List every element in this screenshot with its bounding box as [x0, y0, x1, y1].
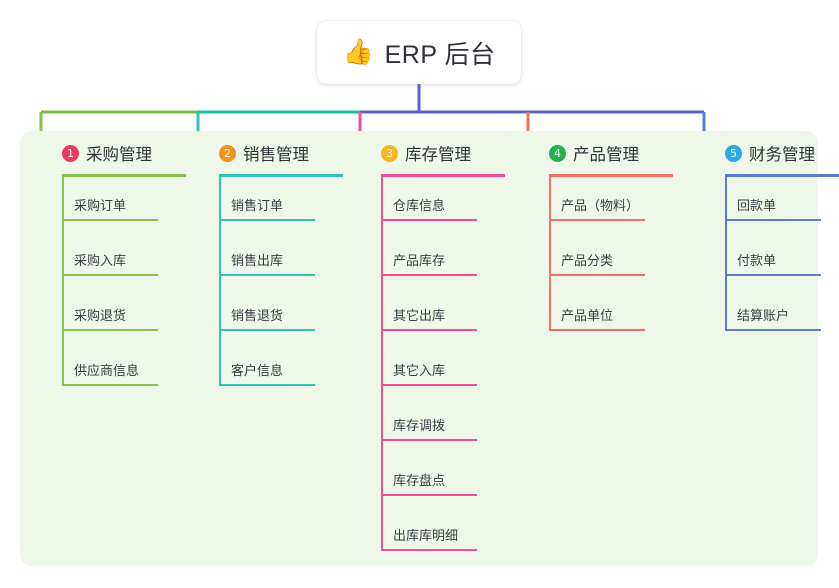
- branch-number-badge: 2: [219, 144, 236, 162]
- branch-item-label: 其它入库: [393, 363, 446, 378]
- branch-item-label: 供应商信息: [74, 363, 140, 378]
- branch-item-underline: [219, 384, 315, 386]
- branch-item-label: 出库库明细: [393, 528, 459, 543]
- branch-item-underline: [219, 274, 315, 276]
- branch-title: 采购管理: [86, 146, 152, 164]
- branch-item-label: 产品单位: [561, 308, 614, 323]
- branch-title: 产品管理: [573, 146, 639, 164]
- branch-columns: 1 采购管理采购订单采购入库采购退货供应商信息 2 销售管理销售订单销售出库销售退货客…: [20, 131, 839, 566]
- branch-item-label: 产品库存: [393, 253, 446, 268]
- branch-item-label: 结算账户: [737, 308, 790, 323]
- branch-item-underline: [381, 274, 477, 276]
- branch-item-label: 产品分类: [561, 253, 614, 268]
- branch-item-underline: [725, 219, 821, 221]
- branch-item-underline: [62, 219, 158, 221]
- branch-item-underline: [381, 329, 477, 331]
- branch-item-underline: [549, 274, 645, 276]
- branch-item-underline: [381, 549, 477, 551]
- branch-title: 库存管理: [405, 146, 471, 164]
- branch-item-label: 销售订单: [231, 198, 284, 213]
- branch-number-badge: 4: [549, 144, 566, 162]
- thumbs-up-icon: 👍: [342, 38, 374, 66]
- branch-item-underline: [62, 384, 158, 386]
- branch-item-label: 库存盘点: [393, 473, 446, 488]
- branch-number-badge: 3: [381, 144, 398, 162]
- branch-column-1: 1 采购管理采购订单采购入库采购退货供应商信息: [40, 131, 186, 386]
- branch-item-underline: [381, 219, 477, 221]
- branch-item-label: 采购入库: [74, 253, 127, 268]
- root-node[interactable]: 👍 ERP 后台: [317, 21, 521, 84]
- branch-column-3: 3 库存管理仓库信息产品库存其它出库其它入库库存调拨库存盘点出库库明细: [359, 131, 505, 551]
- branch-header-2[interactable]: 2 销售管理: [197, 131, 309, 175]
- branch-item-underline: [381, 384, 477, 386]
- branch-item-underline: [219, 219, 315, 221]
- branch-title: 销售管理: [243, 146, 309, 164]
- branch-item-label: 采购退货: [74, 308, 127, 323]
- branch-item-label: 客户信息: [231, 363, 284, 378]
- branch-item-label: 产品（物料）: [561, 198, 640, 213]
- branch-number-badge: 1: [62, 144, 79, 162]
- branch-header-3[interactable]: 3 库存管理: [359, 131, 471, 175]
- branch-item-underline: [219, 329, 315, 331]
- diagram-panel: [20, 131, 818, 566]
- branch-item-underline: [381, 439, 477, 441]
- branch-spine: [62, 174, 64, 384]
- branch-header-1[interactable]: 1 采购管理: [40, 131, 152, 175]
- branch-header-5[interactable]: 5 财务管理: [703, 131, 815, 175]
- branch-underline: [549, 174, 673, 177]
- branch-item-underline: [725, 274, 821, 276]
- branch-column-2: 2 销售管理销售订单销售出库销售退货客户信息: [197, 131, 343, 386]
- branch-item-underline: [62, 274, 158, 276]
- branch-spine: [219, 174, 221, 384]
- branch-spine: [381, 174, 383, 549]
- root-node-title: ERP 后台: [384, 40, 496, 69]
- branch-item-label: 其它出库: [393, 308, 446, 323]
- branch-underline: [725, 174, 839, 177]
- branch-header-4[interactable]: 4 产品管理: [527, 131, 639, 175]
- branch-item-underline: [549, 219, 645, 221]
- branch-item-label: 付款单: [737, 253, 777, 268]
- branch-underline: [381, 174, 505, 177]
- branch-item-label: 销售退货: [231, 308, 284, 323]
- branch-item-label: 销售出库: [231, 253, 284, 268]
- branch-item-label: 仓库信息: [393, 198, 446, 213]
- branch-column-5: 5 财务管理回款单付款单结算账户: [703, 131, 839, 331]
- branch-item-label: 采购订单: [74, 198, 127, 213]
- branch-title: 财务管理: [749, 146, 815, 164]
- branch-item-underline: [381, 494, 477, 496]
- branch-item-label: 回款单: [737, 198, 777, 213]
- branch-item-label: 库存调拨: [393, 418, 446, 433]
- branch-underline: [219, 174, 343, 177]
- branch-spine: [549, 174, 551, 329]
- branch-number-badge: 5: [725, 144, 742, 162]
- branch-underline: [62, 174, 186, 177]
- branch-column-4: 4 产品管理产品（物料） 产品分类产品单位: [527, 131, 673, 331]
- branch-item-underline: [549, 329, 645, 331]
- branch-item-underline: [62, 329, 158, 331]
- branch-spine: [725, 174, 727, 329]
- branch-item-underline: [725, 329, 821, 331]
